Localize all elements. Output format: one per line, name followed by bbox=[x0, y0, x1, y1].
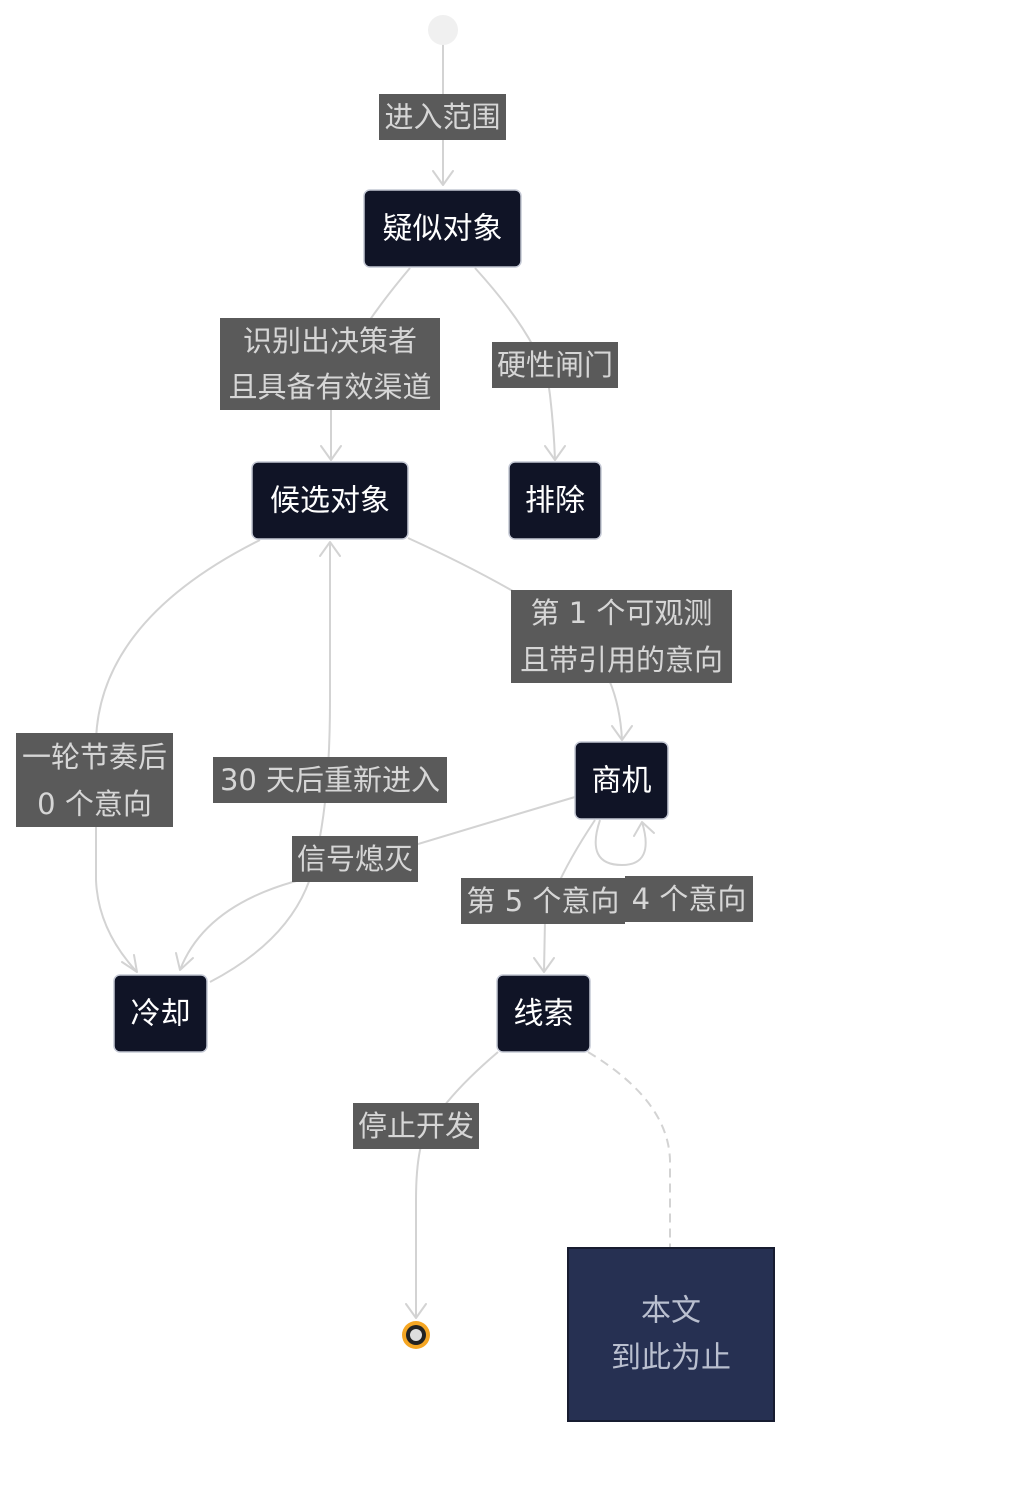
state-suspected[interactable]: 疑似对象 bbox=[363, 189, 522, 268]
label-first-signal: 第 1 个可观测 且带引用的意向 bbox=[511, 590, 732, 683]
label-text: 第 5 个意向 bbox=[467, 884, 620, 918]
arrow-head-icon bbox=[405, 1303, 427, 1319]
label-fifth-signal: 第 5 个意向 bbox=[461, 878, 625, 924]
arrow-head-icon bbox=[175, 952, 194, 971]
label-hard-gate: 硬性闸门 bbox=[492, 342, 618, 388]
state-label: 线索 bbox=[514, 997, 574, 1032]
edge-lead-to-note bbox=[587, 1051, 671, 1248]
state-label: 冷却 bbox=[131, 997, 191, 1032]
label-text-line-1: 识别出决策者 bbox=[243, 324, 417, 358]
state-lead[interactable]: 线索 bbox=[496, 974, 591, 1053]
state-label: 候选对象 bbox=[270, 484, 390, 519]
state-excluded[interactable]: 排除 bbox=[508, 461, 602, 540]
label-text: 信号熄灭 bbox=[297, 842, 413, 876]
arrow-head-icon bbox=[121, 954, 138, 973]
edge-lead-to-end bbox=[415, 1051, 499, 1318]
state-label: 疑似对象 bbox=[383, 212, 503, 247]
label-text: 30 天后重新进入 bbox=[220, 763, 440, 797]
note-box: 本文 到此为止 bbox=[567, 1247, 775, 1422]
state-candidate[interactable]: 候选对象 bbox=[251, 461, 409, 540]
label-text: 4 个意向 bbox=[632, 882, 747, 916]
label-text: 停止开发 bbox=[358, 1109, 474, 1143]
edge-opportunity-self-loop bbox=[594, 819, 647, 867]
start-state-icon bbox=[428, 15, 458, 45]
label-text-line-2: 0 个意向 bbox=[37, 787, 152, 821]
note-line-2: 到此为止 bbox=[611, 1341, 731, 1376]
label-text-line-2: 且具备有效渠道 bbox=[228, 370, 431, 404]
label-signal-dead: 信号熄灭 bbox=[292, 836, 418, 882]
arrow-head-icon bbox=[611, 725, 633, 741]
state-opportunity[interactable]: 商机 bbox=[574, 741, 669, 820]
label-enter-scope: 进入范围 bbox=[379, 94, 506, 140]
arrow-head-icon bbox=[544, 445, 566, 461]
label-text-line-1: 一轮节奏后 bbox=[22, 740, 167, 774]
label-stop-dev: 停止开发 bbox=[353, 1103, 479, 1149]
label-reenter-30: 30 天后重新进入 bbox=[213, 757, 447, 803]
label-cadence-zero: 一轮节奏后 0 个意向 bbox=[16, 733, 173, 827]
label-text: 进入范围 bbox=[384, 100, 500, 134]
label-decision-maker: 识别出决策者 且具备有效渠道 bbox=[220, 318, 440, 410]
arrow-head-icon bbox=[320, 445, 342, 461]
label-text-line-2: 且带引用的意向 bbox=[520, 643, 723, 677]
label-four-signals: 4 个意向 bbox=[625, 876, 753, 922]
label-text-line-1: 第 1 个可观测 bbox=[531, 596, 713, 630]
arrow-head-icon bbox=[432, 170, 454, 186]
state-label: 排除 bbox=[525, 484, 585, 519]
edge-candidate-to-cooldown bbox=[95, 539, 261, 973]
state-label: 商机 bbox=[592, 764, 652, 799]
end-state-icon bbox=[402, 1321, 430, 1349]
note-line-1: 本文 bbox=[641, 1294, 701, 1329]
arrow-head-icon bbox=[533, 957, 555, 973]
label-text: 硬性闸门 bbox=[497, 348, 613, 382]
arrow-head-icon bbox=[319, 541, 341, 557]
arrow-head-icon bbox=[633, 821, 655, 837]
state-cooldown[interactable]: 冷却 bbox=[113, 974, 208, 1053]
